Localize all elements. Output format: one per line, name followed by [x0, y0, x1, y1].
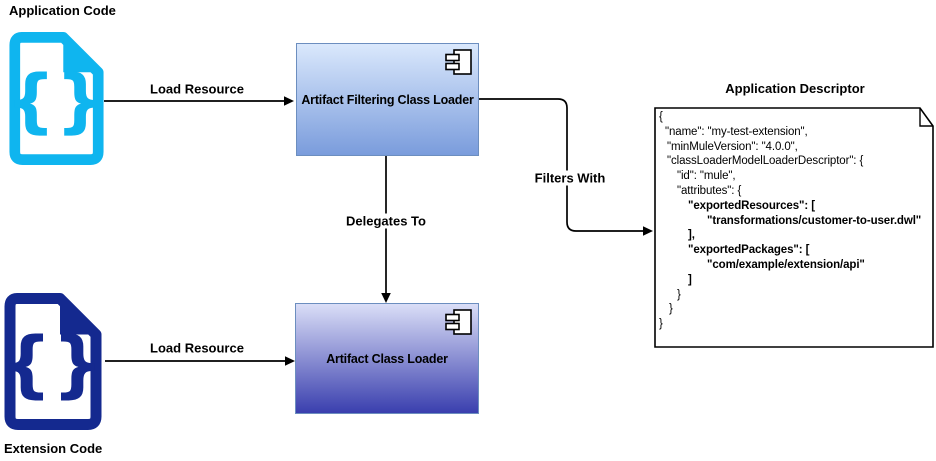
application-descriptor-title: Application Descriptor — [725, 81, 865, 96]
uml-component-icon — [443, 308, 473, 339]
descriptor-code-line: "id": "mule", — [677, 170, 736, 183]
code-file-icon: {} — [6, 29, 105, 173]
descriptor-code-line: } — [677, 288, 681, 301]
descriptor-code-line: } — [669, 303, 673, 316]
artifact-class-loader-box: Artifact Class Loader — [295, 303, 479, 414]
load-resource-top-arrow — [104, 96, 294, 106]
descriptor-code-line: ] — [688, 273, 692, 286]
extension-code-label: Extension Code — [4, 441, 103, 456]
descriptor-code-line: "com/example/extension/api" — [707, 258, 865, 271]
application-code-label: Application Code — [9, 3, 116, 18]
descriptor-code-line: "attributes": { — [677, 184, 742, 197]
descriptor-code-line: "classLoaderModelLoaderDescriptor": { — [667, 155, 864, 168]
artifact-class-loader-label: Artifact Class Loader — [326, 351, 448, 366]
artifact-filtering-class-loader-label: Artifact Filtering Class Loader — [301, 92, 474, 107]
descriptor-code-line: ], — [688, 229, 695, 242]
descriptor-code-line: { — [659, 111, 663, 123]
descriptor-code-line: "exportedPackages": [ — [688, 244, 810, 257]
svg-text:{}: {} — [3, 322, 103, 406]
descriptor-code: {"name": "my-test-extension", "minMuleVer… — [655, 110, 933, 332]
descriptor-code-line: "exportedResources": [ — [688, 199, 815, 212]
code-file-icon: {} — [1, 291, 103, 437]
uml-component-icon — [443, 48, 473, 79]
delegates-to-label: Delegates To — [343, 213, 429, 229]
delegates-to-arrow — [381, 155, 391, 303]
filters-with-label: Filters With — [531, 170, 609, 186]
descriptor-code-line: "minMuleVersion": "4.0.0", — [667, 140, 798, 153]
filters-with-arrow — [478, 98, 653, 236]
artifact-filtering-class-loader-box: Artifact Filtering Class Loader — [296, 43, 479, 156]
descriptor-code-line: "name": "my-test-extension", — [665, 125, 808, 138]
svg-text:{}: {} — [8, 61, 105, 142]
load-resource-bottom-arrow — [105, 356, 295, 366]
descriptor-code-line: "transformations/customer-to-user.dwl" — [707, 214, 922, 227]
load-resource-top-label: Load Resource — [147, 81, 247, 97]
descriptor-code-line: } — [659, 318, 663, 331]
load-resource-bottom-label: Load Resource — [147, 340, 247, 356]
